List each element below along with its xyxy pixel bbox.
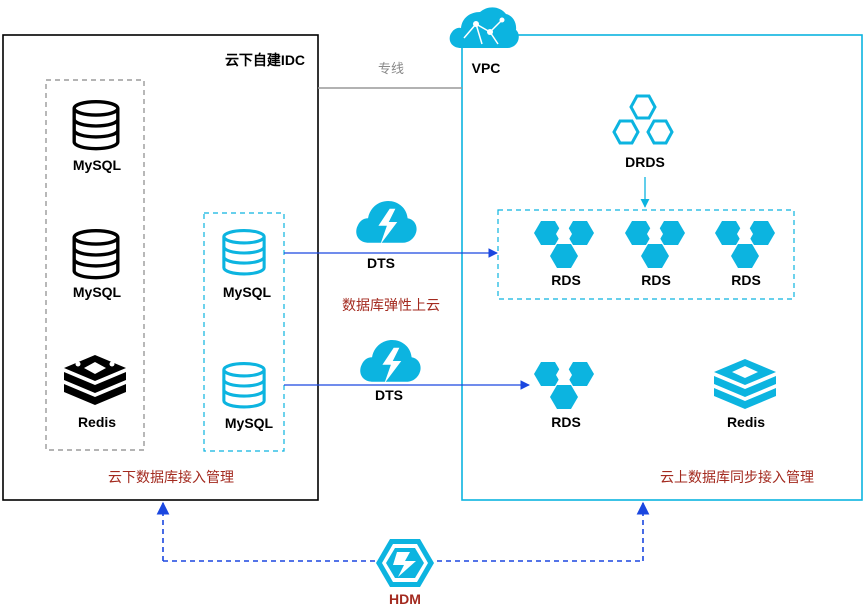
mysql-label: MySQL	[224, 415, 274, 431]
elastic-migration-label: 数据库弹性上云	[342, 297, 440, 313]
rds-cluster-group	[497, 209, 795, 300]
rds-icon	[715, 221, 775, 268]
mysql-database-icon	[72, 229, 120, 280]
dedicated-line-label: 专线	[377, 61, 405, 76]
rds-icon	[534, 221, 594, 268]
mysql-label: MySQL	[72, 284, 122, 300]
vpc-title: VPC	[471, 60, 501, 76]
rds-icon	[625, 221, 685, 268]
redis-label: Redis	[726, 414, 766, 430]
mysql-label: MySQL	[72, 157, 122, 173]
rds-label: RDS	[551, 414, 581, 430]
redis-icon	[64, 355, 126, 405]
cloud-redis-icon	[714, 359, 776, 409]
drds-label: DRDS	[625, 154, 665, 170]
idc-source-db-group	[45, 79, 145, 451]
rds-label: RDS	[641, 272, 671, 288]
idc-container	[2, 34, 319, 501]
dts-cloud-icon	[360, 339, 421, 384]
idc-managed-db-group	[203, 212, 285, 452]
drds-icon	[612, 94, 674, 145]
rds-icon	[534, 362, 594, 409]
redis-label: Redis	[77, 414, 117, 430]
dts-cloud-icon	[356, 200, 417, 245]
rds-label: RDS	[551, 272, 581, 288]
idc-management-label: 云下数据库接入管理	[108, 469, 234, 485]
hdm-label: HDM	[389, 591, 421, 607]
mysql-database-icon	[72, 100, 120, 151]
vpc-cloud-icon	[449, 7, 519, 48]
idc-title: 云下自建IDC	[224, 52, 306, 68]
mysql-database-icon	[222, 362, 266, 409]
mysql-label: MySQL	[222, 284, 272, 300]
mysql-database-icon	[222, 229, 266, 276]
hdm-icon	[376, 539, 434, 587]
vpc-container	[461, 34, 863, 501]
dts-label: DTS	[367, 255, 395, 271]
vpc-management-label: 云上数据库同步接入管理	[660, 469, 814, 485]
rds-label: RDS	[731, 272, 761, 288]
dts-label: DTS	[375, 387, 403, 403]
